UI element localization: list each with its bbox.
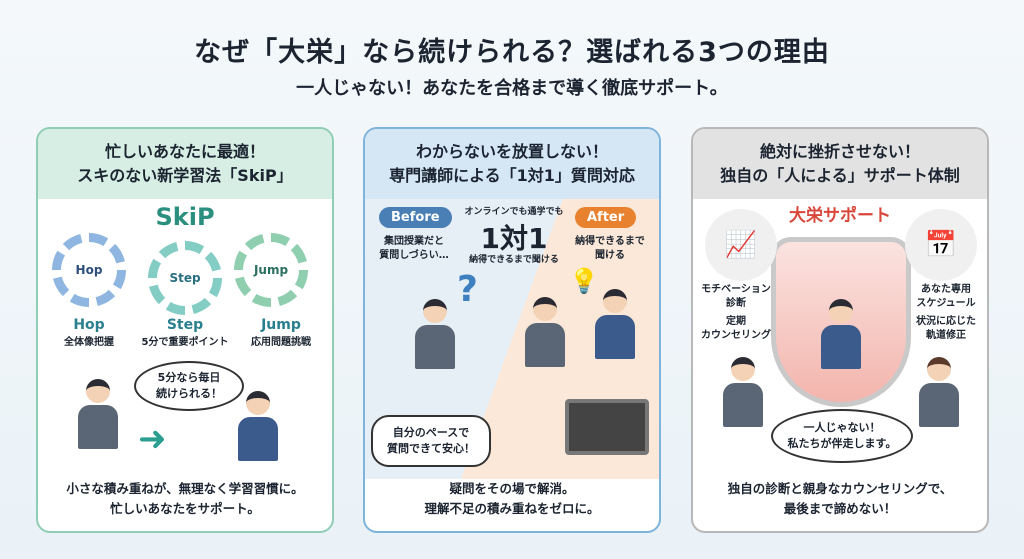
card-heading-line2: 専門講師による「1対1」質問対応: [389, 166, 635, 185]
before-badge: Before: [379, 207, 452, 228]
question-mark-icon: ?: [457, 269, 478, 310]
card-heading-line1: わからないを放置しない！: [415, 142, 608, 161]
gear-step-icon: Step: [148, 241, 222, 315]
center-top-text: オンラインでも通学でも: [464, 207, 564, 217]
chart-heart-icon: 📈: [705, 209, 777, 281]
desc-line: 聞ける: [595, 250, 625, 261]
student-illustration: [525, 297, 565, 367]
motivation-diagnosis-label: モチベーション診断: [693, 283, 779, 311]
counseling-label: 定期カウンセリング: [693, 315, 779, 343]
confused-student-illustration: [415, 299, 455, 369]
after-badge: After: [575, 207, 637, 228]
step-hop: Hop 全体像把握: [44, 317, 134, 348]
label-line: 軌道修正: [926, 330, 966, 341]
card-one-on-one: わからないを放置しない！ 専門講師による「1対1」質問対応 Before 集団授…: [363, 127, 661, 533]
speech-bubble: 5分なら毎日 続けられる！: [134, 361, 244, 411]
card-header: 絶対に挫折させない！ 独自の「人による」サポート体制: [693, 129, 987, 199]
card-support-system: 絶対に挫折させない！ 独自の「人による」サポート体制 大栄サポート 📈 📅 モチ…: [691, 127, 989, 533]
label-line: スケジュール: [916, 298, 976, 309]
step-name: Jump: [261, 317, 301, 333]
footer-line1: 疑問をその場で解消。: [449, 481, 575, 496]
gear-hop-icon: Hop: [52, 233, 126, 307]
advisor-female-illustration: [919, 357, 959, 427]
label-line: カウンセリング: [701, 330, 771, 341]
card-footer: 独自の診断と親身なカウンセリングで、最後まで諦めない！: [693, 479, 987, 519]
card-heading-line1: 忙しいあなたに最適！: [104, 142, 265, 161]
step-jump: Jump 応用問題挑戦: [236, 317, 326, 348]
instructor-illustration: [595, 289, 635, 359]
studying-person-illustration: [238, 391, 278, 461]
before-description: 集団授業だと質問しづらい…: [369, 235, 459, 263]
label-line: 定期: [726, 316, 746, 327]
card-footer: 小さな積み重ねが、無理なく学習習慣に。忙しいあなたをサポート。: [38, 479, 332, 519]
label-line: あなた専用: [921, 284, 971, 295]
desc-line: 集団授業だと: [384, 236, 444, 247]
laptop-video-call-illustration: [565, 399, 649, 455]
label-line: 状況に応じた: [916, 316, 976, 327]
advisor-male-illustration: [723, 357, 763, 427]
speech-bubble: 一人じゃない！ 私たちが伴走します。: [771, 409, 913, 463]
desc-line: 納得できるまで: [575, 236, 645, 247]
label-line: 診断: [726, 298, 746, 309]
course-correction-label: 状況に応じた軌道修正: [903, 315, 987, 343]
page-title: なぜ「大栄」なら続けられる？選ばれる3つの理由: [194, 37, 830, 68]
footer-line1: 独自の診断と親身なカウンセリングで、: [727, 481, 953, 496]
desc-line: 質問しづらい…: [379, 250, 449, 261]
card-heading-line2: スキのない新学習法「SkiP」: [77, 166, 293, 185]
arrow-right-icon: ➜: [138, 419, 167, 459]
card-heading-line2: 独自の「人による」サポート体制: [720, 166, 960, 185]
center-bottom-text: 納得できるまで聞ける: [469, 255, 559, 265]
calendar-icon: 📅: [905, 209, 977, 281]
step-name: Step: [166, 317, 204, 333]
one-on-one-text: 1対1: [480, 222, 548, 255]
gear-jump-icon: Jump: [234, 233, 308, 307]
step-desc: 応用問題挑戦: [251, 337, 311, 348]
after-description: 納得できるまで聞ける: [565, 235, 655, 263]
schedule-label: あなた専用スケジュール: [903, 283, 987, 311]
card-skip-method: 忙しいあなたに最適！ スキのない新学習法「SkiP」 SkiP Hop Step…: [36, 127, 334, 533]
footer-line2: 理解不足の積み重ねをゼロに。: [424, 501, 600, 516]
step-step: Step 5分で重要ポイント: [140, 317, 230, 348]
card-header: わからないを放置しない！ 専門講師による「1対1」質問対応: [365, 129, 659, 199]
brand-support-title: 大栄サポート: [789, 206, 891, 226]
student-tablet-illustration: [821, 299, 861, 369]
skip-logo: SkiP: [155, 203, 215, 231]
footer-line2: 忙しいあなたをサポート。: [110, 501, 260, 516]
step-name: Hop: [73, 317, 105, 333]
card-footer: 疑問をその場で解消。理解不足の積み重ねをゼロに。: [365, 479, 659, 519]
page-subtitle: 一人じゃない！あなたを合格まで導く徹底サポート。: [296, 78, 728, 99]
step-desc: 全体像把握: [64, 337, 114, 348]
footer-line1: 小さな積み重ねが、無理なく学習習慣に。: [66, 481, 304, 496]
tired-person-illustration: [78, 379, 118, 449]
label-line: モチベーション: [701, 284, 771, 295]
speech-bubble: 自分のペースで 質問できて安心！: [371, 415, 491, 467]
footer-line2: 最後まで諦めない！: [783, 501, 897, 516]
card-header: 忙しいあなたに最適！ スキのない新学習法「SkiP」: [38, 129, 332, 199]
card-heading-line1: 絶対に挫折させない！: [759, 142, 920, 161]
step-desc: 5分で重要ポイント: [141, 337, 229, 348]
lightbulb-icon: 💡: [569, 267, 599, 295]
